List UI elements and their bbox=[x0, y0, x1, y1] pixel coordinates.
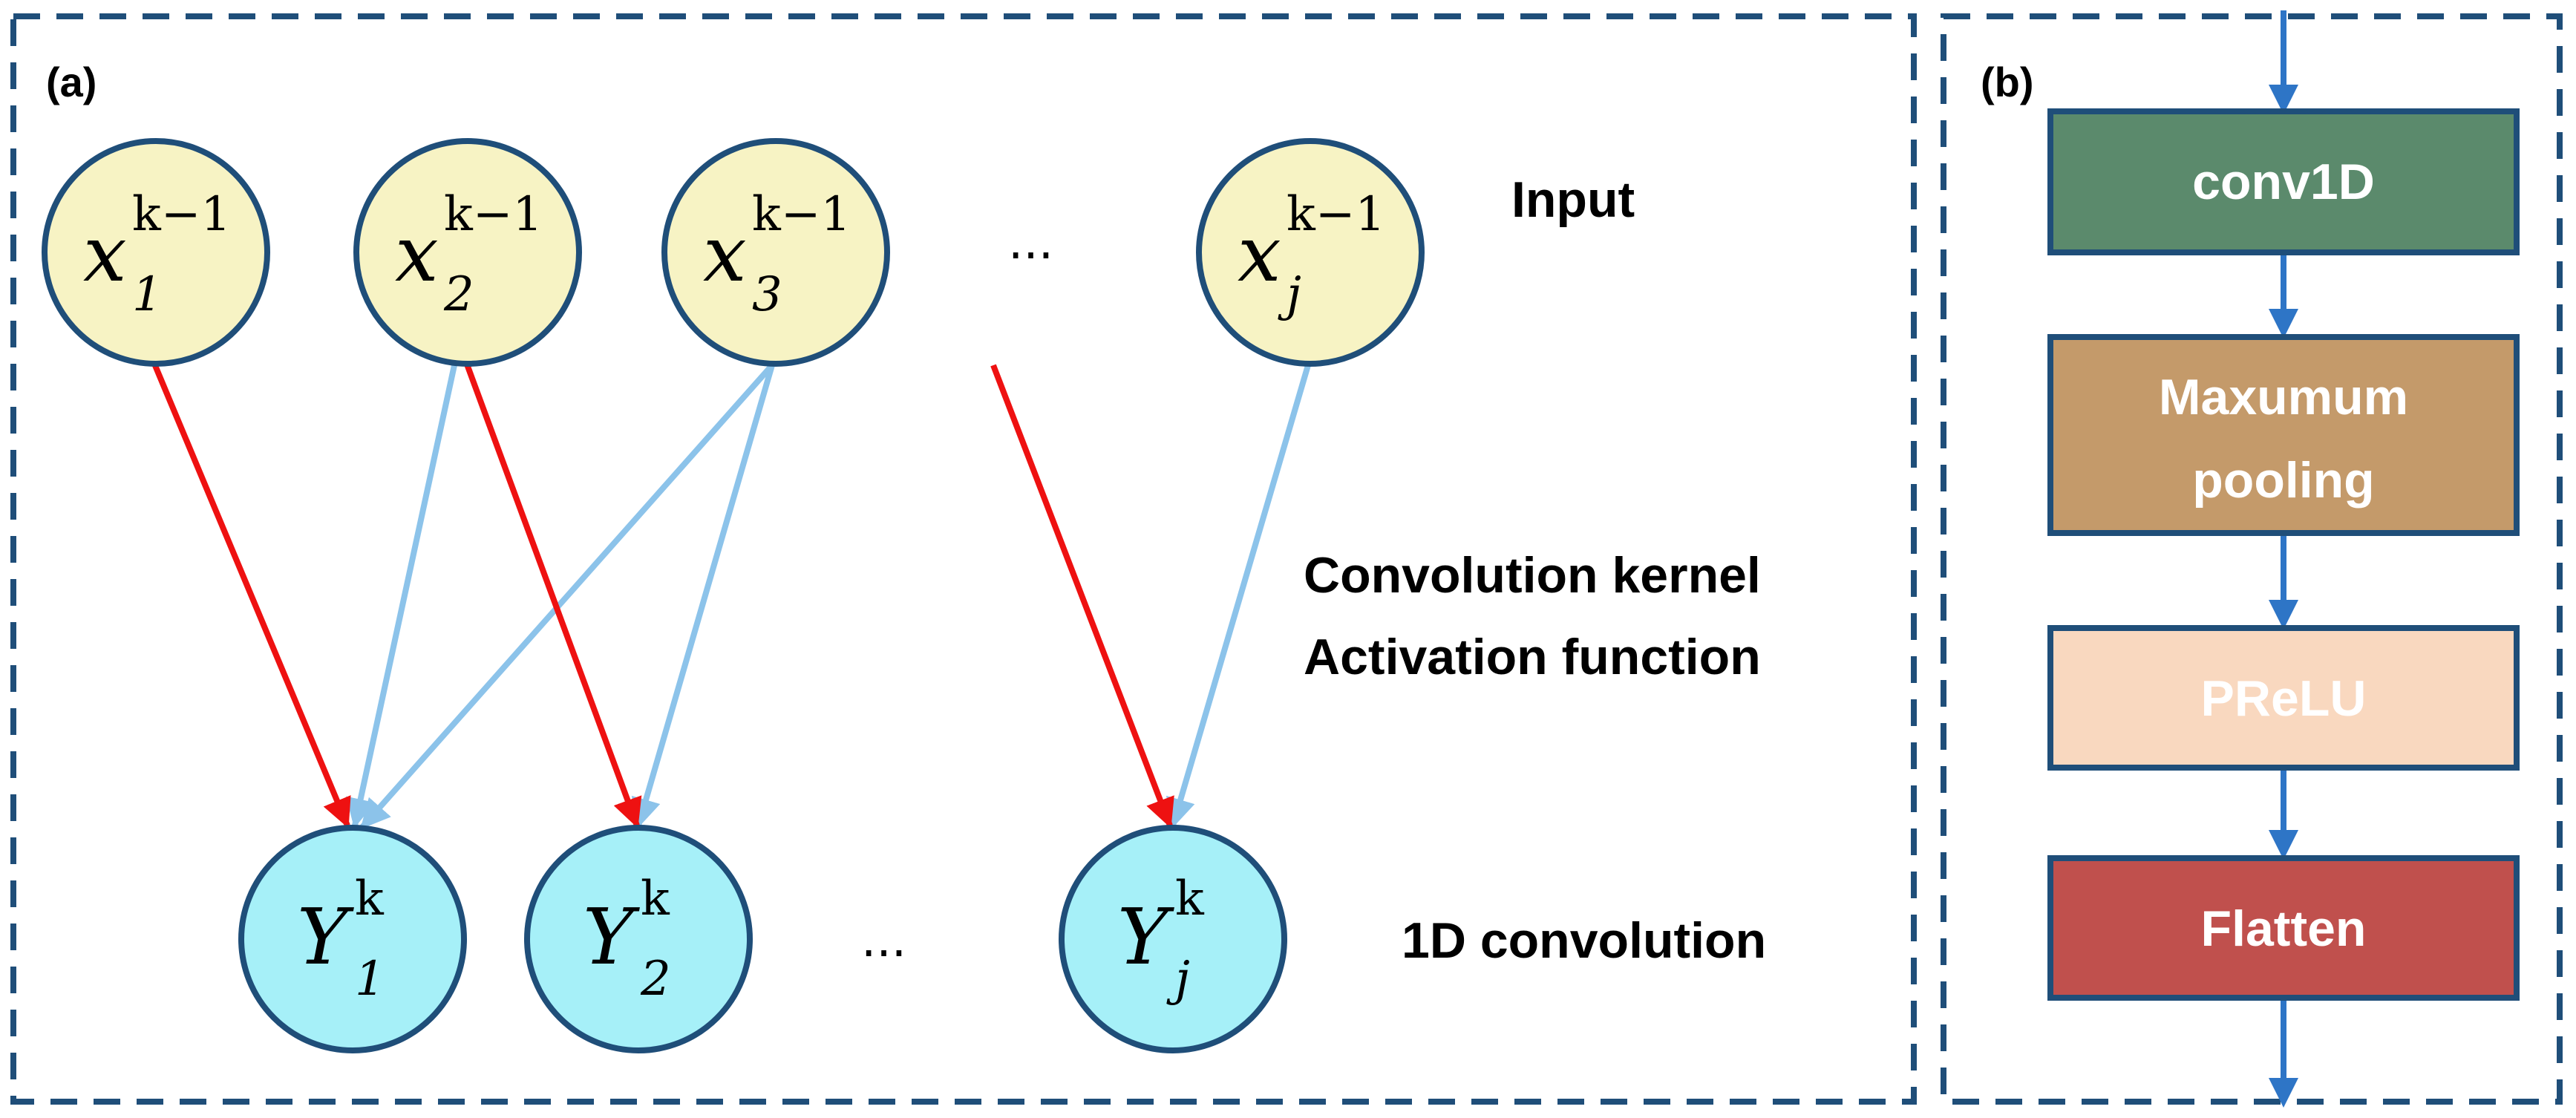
svg-text:x: x bbox=[83, 209, 127, 299]
svg-text:x: x bbox=[703, 209, 747, 299]
svg-text:x: x bbox=[395, 209, 439, 299]
svg-text:k: k bbox=[641, 872, 670, 926]
connection-blue-x2-y1 bbox=[346, 365, 457, 828]
svg-text:Flatten: Flatten bbox=[2201, 900, 2367, 957]
connection-blue-x3-y1 bbox=[360, 363, 774, 829]
layer-conv1d: conv1D bbox=[2047, 108, 2520, 255]
panel-b-frame bbox=[1941, 13, 2563, 1105]
input-node-x2: x 2 k−1 bbox=[353, 138, 582, 367]
panel-a-label: (a) bbox=[46, 59, 97, 105]
svg-text:Maxumum: Maxumum bbox=[2159, 369, 2408, 425]
svg-text:pooling: pooling bbox=[2192, 452, 2374, 509]
connection-red-x2-y2 bbox=[463, 361, 642, 828]
panel-a-frame bbox=[10, 13, 1917, 1105]
svg-text:x: x bbox=[1238, 209, 1281, 299]
connection-blue-x3-y2 bbox=[631, 364, 775, 828]
activation-function-label: Activation function bbox=[1304, 629, 1761, 685]
svg-text:conv1D: conv1D bbox=[2192, 154, 2375, 210]
convolution-kernel-label: Convolution kernel bbox=[1304, 547, 1761, 604]
svg-text:2: 2 bbox=[640, 952, 671, 1007]
svg-text:k: k bbox=[1175, 872, 1205, 926]
layer-max-pooling: Maxumum pooling bbox=[2047, 334, 2520, 536]
svg-text:PReLU: PReLU bbox=[2201, 670, 2367, 727]
svg-text:k: k bbox=[355, 872, 385, 926]
svg-text:1: 1 bbox=[132, 267, 163, 322]
output-node-y2: Y 2 k bbox=[524, 825, 753, 1053]
layer-prelu: PReLU bbox=[2047, 625, 2520, 771]
svg-text:Y: Y bbox=[297, 892, 354, 982]
svg-text:3: 3 bbox=[752, 267, 782, 322]
svg-text:k−1: k−1 bbox=[132, 187, 231, 242]
layer-flatten: Flatten bbox=[2047, 855, 2520, 1001]
output-node-yj: Y j k bbox=[1059, 825, 1287, 1053]
input-node-x1: x 1 k−1 bbox=[42, 138, 270, 367]
svg-text:Y: Y bbox=[1117, 892, 1174, 982]
svg-text:k−1: k−1 bbox=[444, 187, 543, 242]
panel-b-label: (b) bbox=[1981, 59, 2034, 105]
svg-text:2: 2 bbox=[443, 267, 474, 322]
output-label: 1D convolution bbox=[1402, 912, 1766, 969]
svg-text:k−1: k−1 bbox=[752, 187, 851, 242]
connection-red-ellipsis-yj bbox=[990, 364, 1174, 828]
input-node-x3: x 3 k−1 bbox=[661, 138, 890, 367]
svg-text:1: 1 bbox=[355, 952, 385, 1007]
connections bbox=[151, 361, 1311, 829]
input-ellipsis: ... bbox=[1008, 215, 1053, 270]
svg-text:k−1: k−1 bbox=[1287, 187, 1385, 242]
connection-blue-xj-yj bbox=[1166, 364, 1311, 828]
svg-text:Y: Y bbox=[583, 892, 640, 982]
output-node-y1: Y 1 k bbox=[238, 825, 467, 1053]
output-ellipsis: ... bbox=[861, 913, 906, 968]
connection-red-x1-y1 bbox=[151, 362, 351, 828]
input-node-xj: x j k−1 bbox=[1196, 138, 1425, 367]
input-label: Input bbox=[1511, 171, 1635, 228]
